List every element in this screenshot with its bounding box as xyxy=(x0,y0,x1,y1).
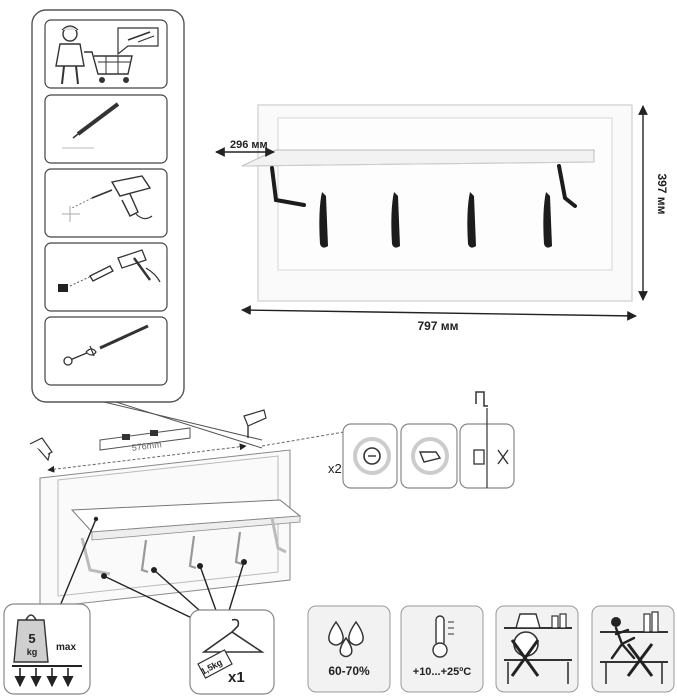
hook-2 xyxy=(391,192,400,248)
thermometer-icon xyxy=(400,605,484,693)
bracket-detail xyxy=(459,391,515,489)
weight-max-label: max xyxy=(56,642,76,653)
weight-value: 5 xyxy=(28,631,35,646)
dimension-lines xyxy=(215,105,648,321)
tool-strip xyxy=(31,9,185,403)
install-figure xyxy=(29,409,345,621)
drill-icon xyxy=(44,168,168,238)
hook-1 xyxy=(319,192,328,248)
product-drawing xyxy=(241,104,633,302)
shelf-load-icon xyxy=(3,603,91,695)
no-climbing-icon xyxy=(591,605,675,693)
shelf-depth-label: 296 мм xyxy=(230,139,268,151)
hammer-icon xyxy=(44,242,168,312)
hole-spacing-label: 576mm xyxy=(131,439,162,453)
callout-lines xyxy=(103,401,263,449)
dowel-detail-1 xyxy=(342,423,398,489)
hook-4 xyxy=(543,192,552,248)
hanger-count-label: x1 xyxy=(228,669,245,686)
humidity-icon xyxy=(307,605,391,693)
weight-unit: kg xyxy=(27,647,38,657)
screw-icon xyxy=(44,316,168,386)
hook-load-icon xyxy=(189,609,275,695)
dowel-count-label: x2 xyxy=(328,461,342,476)
height-label: 397 мм xyxy=(655,173,669,214)
hook-3 xyxy=(467,192,476,248)
humidity-label: 60-70% xyxy=(328,664,370,678)
pencil-icon xyxy=(44,94,168,164)
dowel-detail-2 xyxy=(400,423,458,489)
shopping-worker-icon xyxy=(44,19,168,89)
no-overload-icon xyxy=(495,605,579,693)
temperature-label: +10...+25ºC xyxy=(413,666,472,678)
width-label: 797 мм xyxy=(417,319,458,333)
